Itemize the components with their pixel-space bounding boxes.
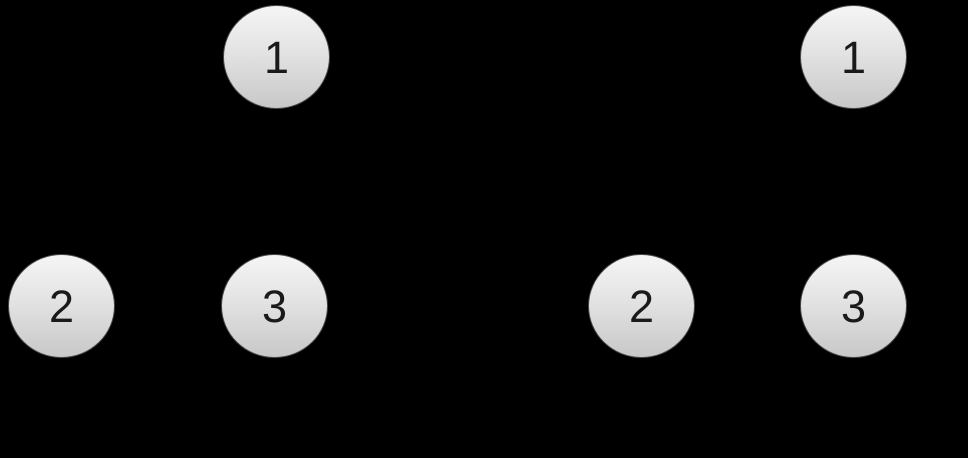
node-label: 3 [840,280,867,332]
right-tree-node-3: 3 [800,254,907,358]
node-label: 2 [628,280,655,332]
node-label: 1 [840,31,867,83]
right-tree-node-1: 1 [800,5,907,109]
left-tree-node-2: 2 [8,254,115,358]
node-label: 1 [263,31,290,83]
right-tree-node-2: 2 [588,254,695,358]
left-tree-node-1: 1 [223,5,330,109]
node-label: 2 [48,280,75,332]
left-tree-node-3: 3 [221,254,328,358]
node-label: 3 [261,280,288,332]
